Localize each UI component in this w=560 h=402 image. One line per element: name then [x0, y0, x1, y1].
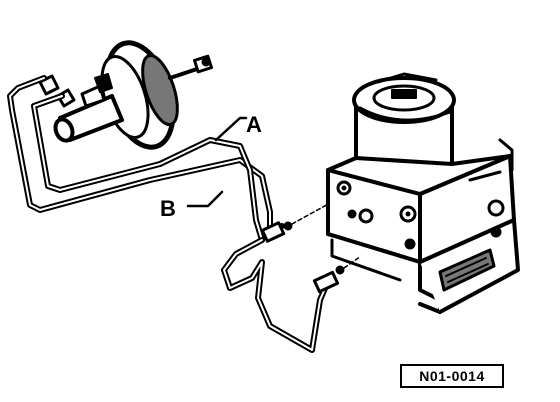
abs-hydraulic-unit: [326, 72, 520, 314]
label-a: A: [246, 112, 262, 137]
figure-id-badge: N01-0014: [400, 364, 507, 391]
brake-booster: [38, 40, 214, 150]
label-leaders: [186, 116, 248, 208]
figure-id-text: N01-0014: [419, 368, 485, 384]
brake-lines: [7, 75, 329, 353]
leader-b: [186, 190, 224, 208]
leader-a: [214, 116, 248, 142]
label-b: B: [160, 196, 176, 221]
